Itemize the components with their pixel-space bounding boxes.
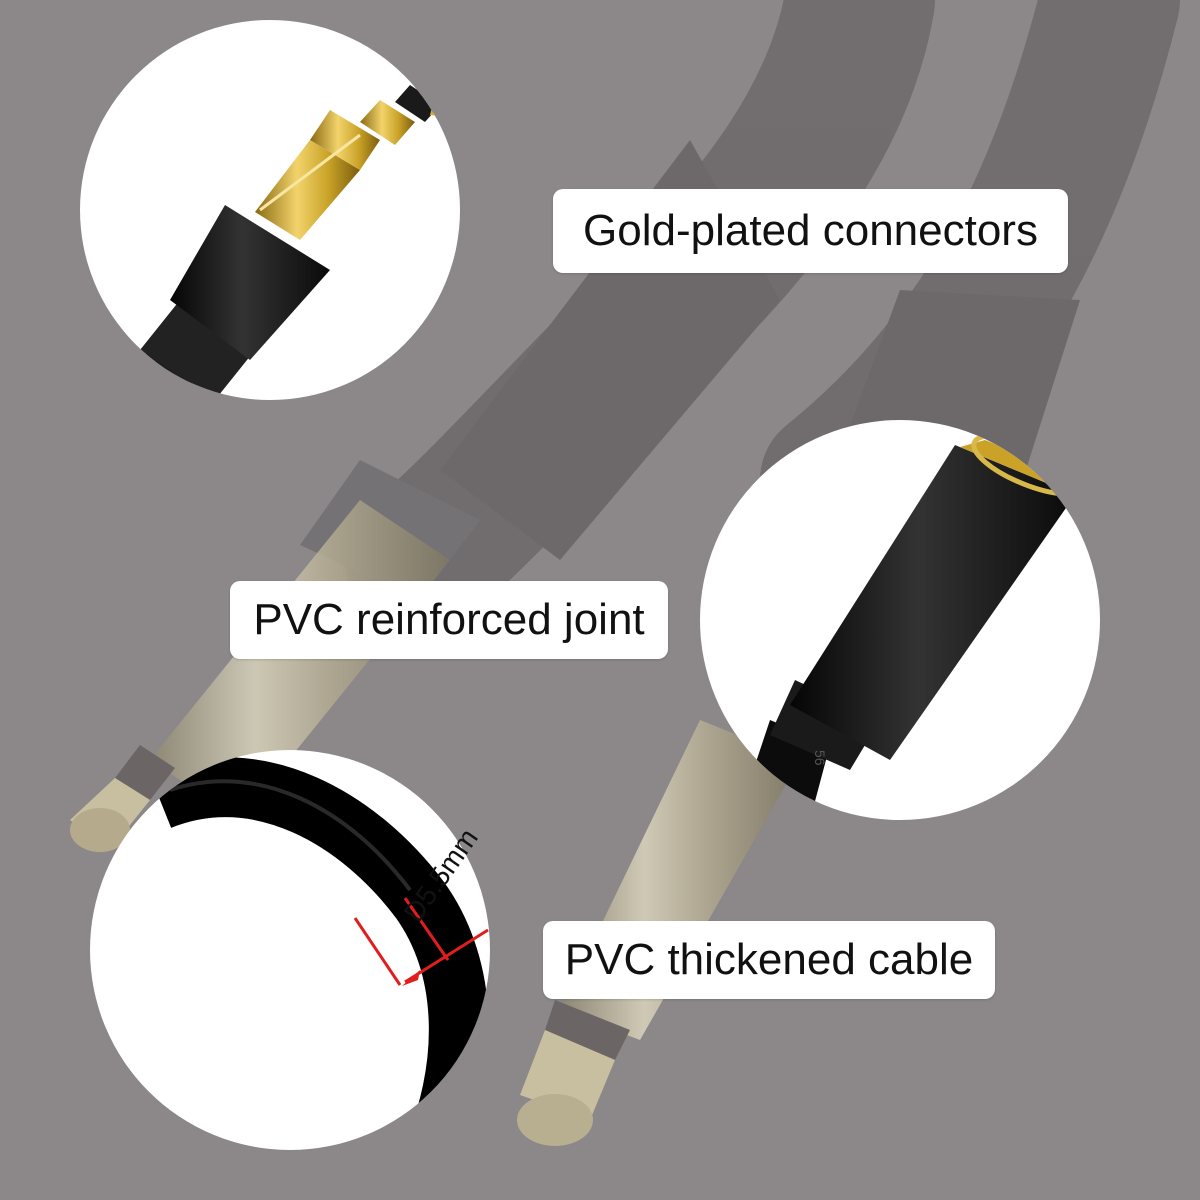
svg-text:56: 56 bbox=[812, 750, 828, 766]
background-plug-left bbox=[70, 500, 450, 852]
thickened-cable-label: PVC thickened cable bbox=[543, 921, 995, 999]
detail-circle-gold-plug bbox=[80, 20, 460, 400]
detail-circle-cable bbox=[90, 750, 490, 1150]
reinforced-joint-label: PVC reinforced joint bbox=[230, 581, 668, 659]
gold-plated-label: Gold-plated connectors bbox=[553, 189, 1068, 273]
detail-circle-housing: 56 bbox=[700, 420, 1100, 820]
